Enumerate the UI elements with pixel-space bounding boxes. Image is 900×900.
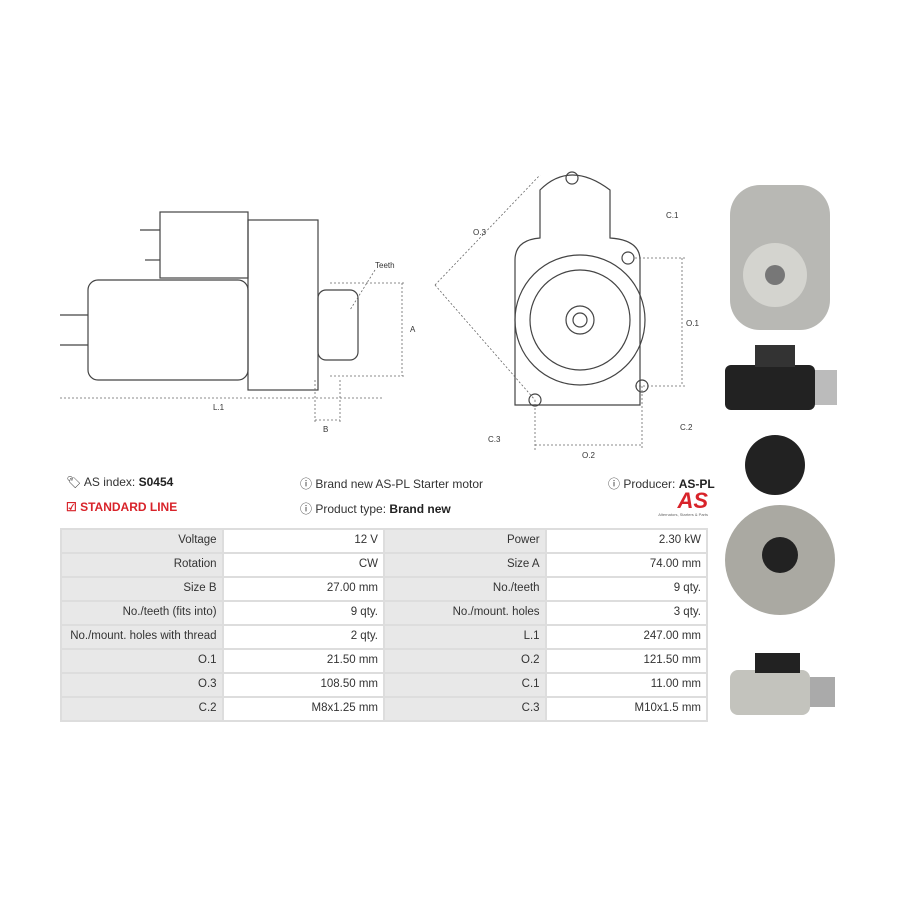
label-c3: C.3 (488, 435, 501, 444)
description: ⓘ Brand new AS-PL Starter motor (300, 477, 483, 491)
info-icon: ⓘ (300, 477, 313, 491)
spec-value: 3 qty. (544, 600, 709, 626)
info-icon: ⓘ (608, 477, 621, 491)
spec-value: 74.00 mm (544, 552, 709, 578)
spec-value: 21.50 mm (221, 648, 385, 674)
spec-label: Size B (60, 576, 224, 602)
tag-icon: 🏷︎ (66, 475, 82, 489)
as-pl-logo: AS Alternators, Starters & Parts (658, 488, 708, 518)
table-row: No./teeth (fits into)9 qty.No./mount. ho… (60, 600, 709, 626)
as-index: 🏷︎ AS index: S0454 (66, 475, 174, 489)
spec-value: 247.00 mm (544, 624, 709, 650)
checkbox-icon: ☑ (66, 500, 77, 514)
label-teeth: Teeth (375, 261, 395, 270)
spec-label: No./mount. holes with thread (60, 624, 224, 650)
spec-value: 2.30 kW (544, 528, 709, 554)
spec-value: 12 V (221, 528, 385, 554)
spec-label: No./teeth (fits into) (60, 600, 224, 626)
spec-label: Voltage (60, 528, 224, 554)
label-o3: O.3 (473, 228, 486, 237)
label-l1: L.1 (213, 403, 225, 412)
spec-label: C.3 (382, 696, 547, 722)
standard-line-badge: ☑ STANDARD LINE (66, 500, 178, 514)
spec-value: M10x1.5 mm (544, 696, 709, 722)
photo-rear (725, 435, 835, 615)
label-o1: O.1 (686, 319, 699, 328)
spec-value: CW (221, 552, 385, 578)
spec-value: M8x1.25 mm (221, 696, 385, 722)
spec-label: O.3 (60, 672, 224, 698)
label-o2: O.2 (582, 451, 595, 460)
spec-label: L.1 (382, 624, 547, 650)
spec-value: 108.50 mm (221, 672, 385, 698)
spec-value: 9 qty. (544, 576, 709, 602)
product-type: ⓘ Product type: Brand new (300, 502, 451, 516)
spec-label: Size A (382, 552, 547, 578)
as-index-value: S0454 (138, 475, 174, 489)
side-view-drawing: Teeth A L.1 B (60, 211, 416, 434)
spec-value: 11.00 mm (544, 672, 709, 698)
spec-label: C.1 (382, 672, 547, 698)
label-a: A (410, 325, 416, 334)
photo-side-2 (730, 653, 835, 715)
spec-label: C.2 (60, 696, 224, 722)
label-c2: C.2 (680, 423, 693, 432)
spec-label: No./mount. holes (382, 600, 547, 626)
front-view-drawing: O.3 C.1 O.1 C.3 O.2 C.2 (434, 171, 699, 460)
spec-label: No./teeth (382, 576, 547, 602)
photo-front (730, 185, 830, 330)
spec-value: 9 qty. (221, 600, 385, 626)
photo-side (725, 345, 837, 410)
label-b: B (323, 425, 328, 434)
producer: ⓘ Producer: AS-PL (608, 477, 715, 491)
info-icon: ⓘ (300, 502, 313, 516)
spec-value: 27.00 mm (221, 576, 385, 602)
spec-value: 2 qty. (221, 624, 385, 650)
spec-label: O.1 (60, 648, 224, 674)
spec-value: 121.50 mm (544, 648, 709, 674)
product-photos (725, 185, 837, 715)
spec-label: Power (382, 528, 547, 554)
spec-label: O.2 (382, 648, 547, 674)
label-c1: C.1 (666, 211, 679, 220)
spec-label: Rotation (60, 552, 224, 578)
